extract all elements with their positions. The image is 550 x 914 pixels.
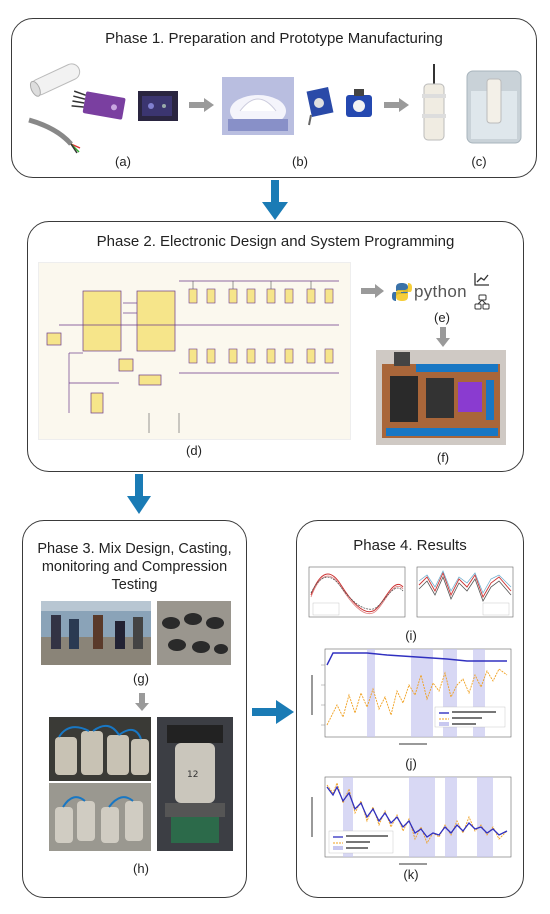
phase4-title: Phase 4. Results [353, 537, 467, 554]
circuit-schematic-image [38, 262, 351, 440]
label-g: (g) [133, 671, 149, 686]
network-icon [474, 294, 490, 310]
phase4-panel: Phase 4. Results (i) [296, 520, 524, 898]
results-chart-k [307, 773, 515, 873]
3d-printing-image [222, 77, 294, 135]
label-b: (b) [292, 154, 308, 169]
phase3-title-line-1: Phase 3. Mix Design, Casting, [37, 541, 232, 557]
phase2-title: Phase 2. Electronic Design and System Pr… [96, 233, 455, 250]
sensor-board-image [70, 86, 132, 126]
sensor-probe-image [417, 64, 451, 144]
svg-text:12: 12 [187, 770, 198, 780]
label-e: (e) [434, 310, 450, 325]
phase3-title-line-2: monitoring and Compression [41, 559, 228, 575]
phase1-panel: Phase 1. Preparation and Prototype Manuf… [11, 18, 537, 178]
label-c: (c) [471, 154, 487, 169]
phase2-panel: Phase 2. Electronic Design and System Pr… [27, 221, 524, 472]
phase3-title-line-3: Testing [111, 577, 158, 593]
molds-image [157, 601, 231, 665]
pvc-pipe-image [27, 52, 82, 107]
pcb-board-image [376, 350, 506, 445]
results-chart-i-right [413, 565, 515, 625]
label-j: (j) [405, 756, 417, 771]
line-chart-icon [474, 272, 490, 286]
probe-in-water-image [465, 69, 523, 145]
label-h: (h) [133, 861, 149, 876]
label-d: (d) [186, 443, 202, 458]
results-chart-i-left [305, 565, 407, 625]
sensor-chip-image [137, 89, 179, 123]
compression-test-image: 12 [157, 717, 233, 851]
python-label: python [414, 282, 467, 301]
label-k: (k) [403, 867, 419, 882]
cable-image [27, 114, 82, 154]
results-chart-j [307, 645, 515, 753]
label-i: (i) [405, 628, 417, 643]
phase1-title: Phase 1. Preparation and Prototype Manuf… [105, 30, 443, 47]
printed-part-image [301, 83, 339, 127]
printed-part-image-2 [342, 89, 376, 125]
casting-workers-image [41, 601, 151, 665]
label-a: (a) [115, 154, 131, 169]
python-logo-icon [392, 282, 412, 302]
label-f: (f) [436, 450, 450, 465]
specimens-with-sensors-image [49, 717, 151, 781]
specimens-outdoor-image [49, 783, 151, 851]
phase3-panel: Phase 3. Mix Design, Casting, monitoring… [22, 520, 247, 898]
